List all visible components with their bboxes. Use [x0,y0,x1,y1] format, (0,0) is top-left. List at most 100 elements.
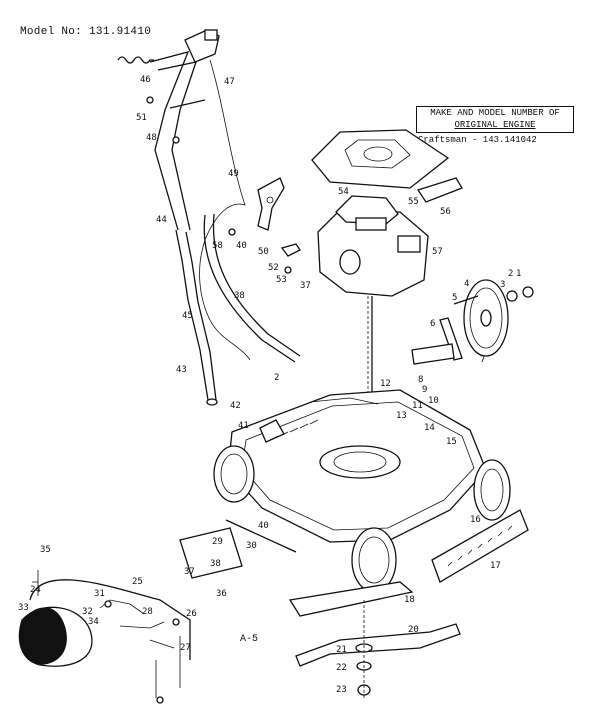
shroud-opening [363,146,393,162]
handle-bolt [172,136,180,144]
callout-33: 33 [18,603,29,613]
deck-vent-slots [269,419,319,441]
shroud-body [311,129,450,189]
callout-17: 17 [490,561,501,571]
callout-8: 8 [418,375,423,385]
callout-21: 21 [336,645,347,655]
callout-58: 58 [212,241,223,251]
hub-cap [506,290,518,302]
front-wheels [213,445,511,593]
callout-2: 2 [508,269,513,279]
bracket-hole [266,196,274,204]
callout-42: 42 [230,401,241,411]
handle-end-cap [206,398,218,406]
callout-35: 35 [40,545,51,555]
callout-26: 26 [186,609,197,619]
callout-2b: 2 [274,373,279,383]
callout-20: 20 [408,625,419,635]
callout-4: 4 [464,279,469,289]
control-bracket [257,177,285,231]
control-cable [199,59,251,361]
callout-50: 50 [258,247,269,257]
catcher-linkage [99,599,175,649]
callout-31: 31 [94,589,105,599]
callout-45: 45 [182,311,193,321]
engine [317,195,429,460]
blade-assembly [288,581,461,700]
callout-9: 9 [422,385,427,395]
callout-22: 22 [336,663,347,673]
callout-labels: 1 2 3 4 5 6 7 8 9 10 11 12 13 14 15 16 1… [18,75,521,695]
catcher-bag-shading [19,607,67,665]
engine-recoil [339,249,361,275]
rear-baffle [179,527,243,579]
blade-adapter [288,581,414,617]
callout-7: 7 [480,355,485,365]
lower-handle-right [203,214,296,363]
callout-16: 16 [470,515,481,525]
callout-52: 52 [268,263,279,273]
cutting-blade [295,623,461,667]
catcher-hanger [32,570,39,596]
catcher-support [155,636,181,698]
callout-37b: 37 [300,281,311,291]
rear-wheel-rim [469,287,503,349]
callout-51: 51 [136,113,147,123]
deck-engine-opening [319,445,401,479]
callout-32: 32 [82,607,93,617]
callout-12: 12 [380,379,391,389]
handle-assembly [117,29,301,406]
lever-screw [284,266,292,274]
catcher-foot [156,696,164,704]
callout-23: 23 [336,685,347,695]
handle-crossbar [169,99,206,109]
callout-40: 40 [258,521,269,531]
callout-53: 53 [276,275,287,285]
shroud-recess [344,139,411,169]
callout-24: 24 [30,585,41,595]
baffle-rod [225,519,297,553]
shroud-plate [416,177,463,203]
throttle-lever [280,243,301,257]
engine-info-box: MAKE AND MODEL NUMBER OF ORIGINAL ENGINE… [416,106,574,148]
upper-handle-right [157,61,197,231]
callout-28: 28 [142,607,153,617]
engine-info-subheading: ORIGINAL ENGINE [416,120,574,133]
lower-handle-left-inner [185,231,217,401]
callout-5: 5 [452,293,457,303]
engine-shroud [311,129,463,203]
callout-55: 55 [408,197,419,207]
cable-clip [228,228,236,236]
rear-wheel-assembly [411,279,534,365]
callout-6: 6 [430,319,435,329]
callout-13: 13 [396,411,407,421]
handle-clip [146,96,154,104]
model-number-label: Model No: 131.91410 [20,26,152,38]
callout-14: 14 [424,423,435,433]
fuel-cap [355,217,387,231]
adjuster-plate [411,343,455,365]
wheel-front-right-rim [480,468,504,512]
callout-29: 29 [212,537,223,547]
wheel-front-left-rim [358,536,390,584]
deck-opening-inner [333,451,387,473]
callout-27: 27 [180,643,191,653]
rear-baffle-group [179,519,297,579]
shield-slots [447,525,513,567]
callout-48: 48 [146,133,157,143]
callout-49: 49 [228,169,239,179]
air-filter [397,235,421,253]
wheel-front-right [473,459,511,521]
catcher-pivot-right [172,618,180,626]
wheel-rear-left-rim [220,453,248,495]
engine-model-number: Craftsman - 143.141042 [418,135,537,145]
axle-nut [522,286,534,298]
control-bracket-group [257,177,301,274]
rear-axle [453,295,479,305]
callout-3: 3 [500,280,505,290]
callout-11: 11 [412,401,423,411]
callout-43: 43 [176,365,187,375]
mower-deck [227,389,487,543]
rear-shield [431,509,529,583]
